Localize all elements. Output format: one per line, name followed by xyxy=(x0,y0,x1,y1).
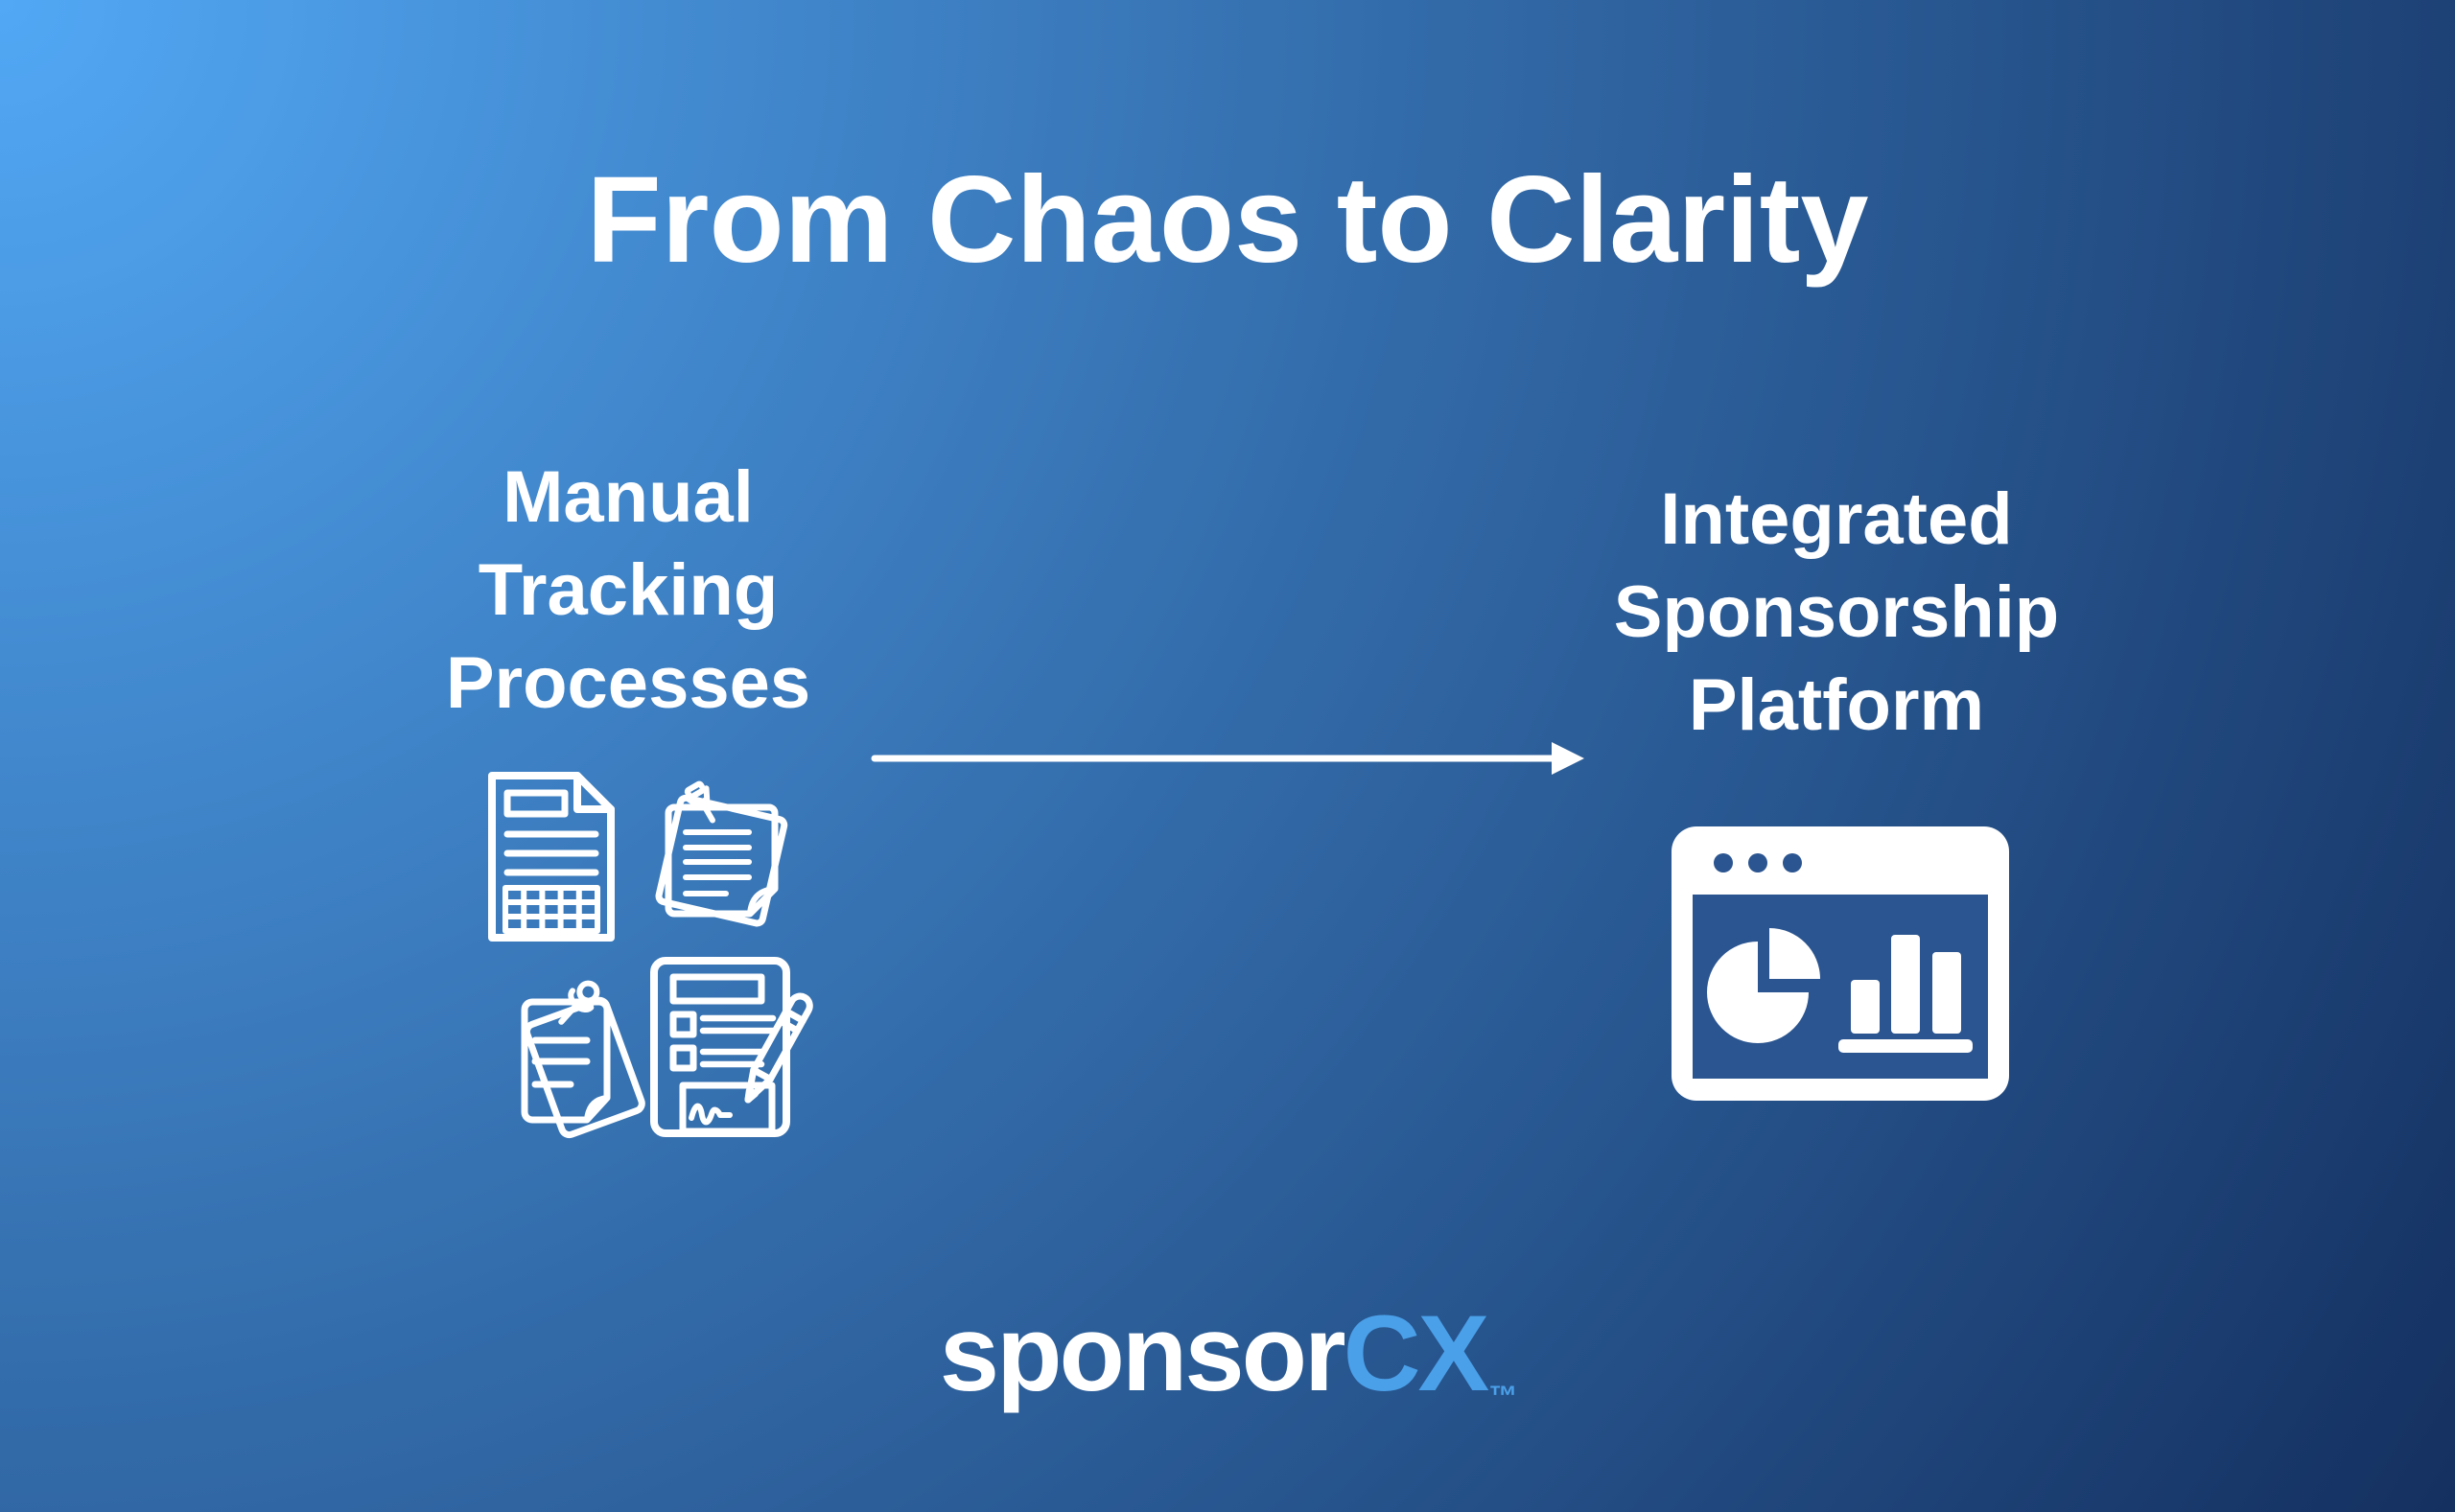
logo-text-cx: CX xyxy=(1343,1293,1490,1413)
trademark-symbol: ™ xyxy=(1488,1381,1518,1412)
left-group-label: Manual Tracking Processes xyxy=(292,451,964,730)
pushpin-icon xyxy=(684,780,715,824)
right-group-label: Integrated Sponsorship Platform xyxy=(1501,473,2172,752)
logo-text-sponsor: sponsor xyxy=(939,1293,1346,1413)
right-label-line-3: Platform xyxy=(1688,664,1985,746)
transition-arrow-icon xyxy=(871,742,1584,775)
page-title: From Chaos to Clarity xyxy=(586,151,1869,289)
signed-form-pencil-icon xyxy=(650,957,813,1137)
left-label-line-2: Tracking xyxy=(478,549,779,631)
left-label-line-3: Processes xyxy=(445,642,811,724)
spreadsheet-document-icon xyxy=(488,772,615,942)
analytics-dashboard-icon xyxy=(1672,826,2009,1101)
pie-chart-icon xyxy=(1707,928,1820,1043)
right-label-line-1: Integrated xyxy=(1660,478,2013,560)
sponsorcx-logo: sponsorCX™ xyxy=(0,1300,2455,1411)
pinned-sticky-notes-icon xyxy=(655,780,788,927)
left-label-line-1: Manual xyxy=(503,456,754,538)
round-pushpin-icon xyxy=(558,980,600,1025)
window-dots-icon xyxy=(1714,853,1802,872)
pencil-icon xyxy=(744,992,813,1104)
bar-chart-icon xyxy=(1838,935,1973,1053)
arrowhead xyxy=(1552,742,1584,775)
right-label-line-2: Sponsorship xyxy=(1613,571,2060,653)
pinned-note-icon xyxy=(521,980,645,1139)
